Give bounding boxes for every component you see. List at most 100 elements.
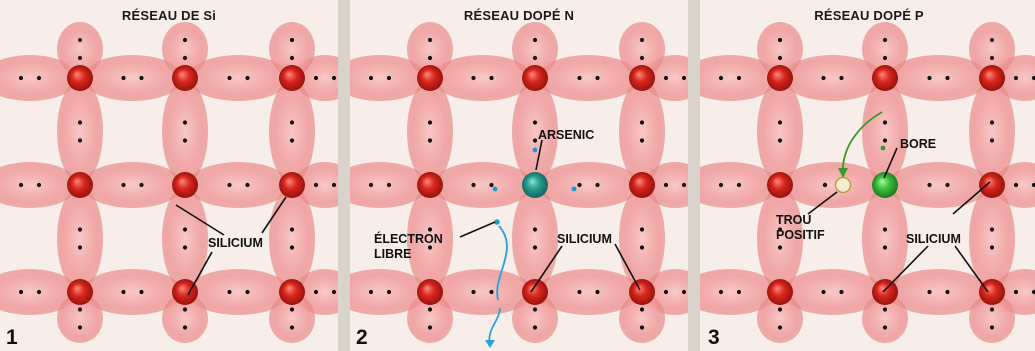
- bond-electron: [577, 290, 581, 294]
- bond-electron: [990, 38, 994, 42]
- panel-silicon-lattice: RÉSEAU DE Si SILICIUM 1: [0, 0, 338, 351]
- silicium-label: SILICIUM: [557, 232, 612, 247]
- silicon-atom: [279, 172, 305, 198]
- bond-electron: [78, 325, 82, 329]
- bond-electron: [577, 76, 581, 80]
- silicon-atom: [979, 65, 1005, 91]
- bond-electron: [290, 120, 294, 124]
- silicon-atom: [417, 279, 443, 305]
- moving-electron: [881, 146, 886, 151]
- bond-electron: [719, 183, 723, 187]
- panel-number: 2: [356, 326, 368, 350]
- silicon-atom: [67, 172, 93, 198]
- bond-electron: [640, 38, 644, 42]
- bond-electron: [664, 76, 668, 80]
- bond-electron: [19, 183, 23, 187]
- panel-title: RÉSEAU DOPÉ N: [350, 8, 688, 23]
- bond-electron: [139, 76, 143, 80]
- bond-electron: [823, 183, 827, 187]
- bond-electron: [1014, 290, 1018, 294]
- bond-electron: [78, 307, 82, 311]
- silicon-atom: [67, 65, 93, 91]
- covalent-bond: [162, 80, 208, 183]
- bond-electron: [78, 56, 82, 60]
- bond-electron: [245, 76, 249, 80]
- bond-electron: [489, 183, 493, 187]
- bond-electron: [640, 245, 644, 249]
- bond-electron: [290, 325, 294, 329]
- bond-electron: [640, 325, 644, 329]
- bond-electron: [121, 76, 125, 80]
- bore-label: BORE: [900, 137, 936, 152]
- bond-electron: [227, 290, 231, 294]
- bond-electron: [387, 183, 391, 187]
- bond-electron: [778, 56, 782, 60]
- arsenic-atom: [522, 172, 548, 198]
- leader-line: [460, 222, 495, 237]
- bond-electron: [640, 307, 644, 311]
- silicon-atom: [522, 279, 548, 305]
- covalent-bond: [782, 162, 883, 208]
- silicon-atom: [872, 65, 898, 91]
- lattice-drawing: [700, 0, 1035, 351]
- arsenic-label: ARSENIC: [538, 128, 594, 143]
- bond-electron: [990, 307, 994, 311]
- bond-electron: [990, 245, 994, 249]
- bond-electron: [778, 38, 782, 42]
- bond-electron: [183, 38, 187, 42]
- bond-electron: [78, 227, 82, 231]
- bond-electron: [737, 183, 741, 187]
- silicon-atom: [629, 65, 655, 91]
- bond-electron: [945, 290, 949, 294]
- bond-electron: [737, 290, 741, 294]
- bond-electron: [533, 56, 537, 60]
- bond-electron: [37, 183, 41, 187]
- bond-electron: [139, 290, 143, 294]
- covalent-bond: [619, 80, 665, 183]
- bond-electron: [290, 56, 294, 60]
- bond-electron: [78, 38, 82, 42]
- bond-electron: [245, 290, 249, 294]
- bond-electron: [927, 183, 931, 187]
- silicon-atom: [67, 279, 93, 305]
- bond-electron: [595, 183, 599, 187]
- bond-electron: [183, 56, 187, 60]
- electron-label-line1: ÉLECTRON: [374, 232, 443, 247]
- bond-electron: [387, 290, 391, 294]
- covalent-bond: [187, 162, 290, 208]
- bond-electron: [332, 290, 336, 294]
- silicon-atom: [172, 65, 198, 91]
- bond-electron: [821, 290, 825, 294]
- bond-electron: [883, 120, 887, 124]
- bond-electron: [883, 307, 887, 311]
- bond-electron: [719, 76, 723, 80]
- bond-electron: [290, 307, 294, 311]
- bond-electron: [883, 325, 887, 329]
- bond-electron: [664, 183, 668, 187]
- bond-electron: [183, 120, 187, 124]
- bond-electron: [471, 76, 475, 80]
- bond-electron: [821, 76, 825, 80]
- panel-n-doped-lattice: RÉSEAU DOPÉ N ARSENIC ÉLECTRON LIBRE SIL…: [350, 0, 688, 351]
- bond-electron: [290, 227, 294, 231]
- bond-electron: [839, 76, 843, 80]
- bond-electron: [428, 307, 432, 311]
- silicon-atom: [979, 279, 1005, 305]
- silicon-atom: [767, 279, 793, 305]
- bond-electron: [990, 56, 994, 60]
- covalent-bond: [269, 80, 315, 183]
- covalent-bond: [82, 162, 183, 208]
- covalent-bond: [57, 80, 103, 183]
- positive-hole: [836, 178, 851, 193]
- bond-electron: [640, 120, 644, 124]
- bond-electron: [121, 183, 125, 187]
- bond-electron: [245, 183, 249, 187]
- covalent-bond: [432, 162, 533, 208]
- bond-electron: [883, 245, 887, 249]
- covalent-bond: [162, 187, 208, 290]
- electron-label-line2: LIBRE: [374, 247, 443, 262]
- bond-electron: [314, 183, 318, 187]
- bond-electron: [778, 120, 782, 124]
- bond-electron: [883, 38, 887, 42]
- bond-electron: [314, 76, 318, 80]
